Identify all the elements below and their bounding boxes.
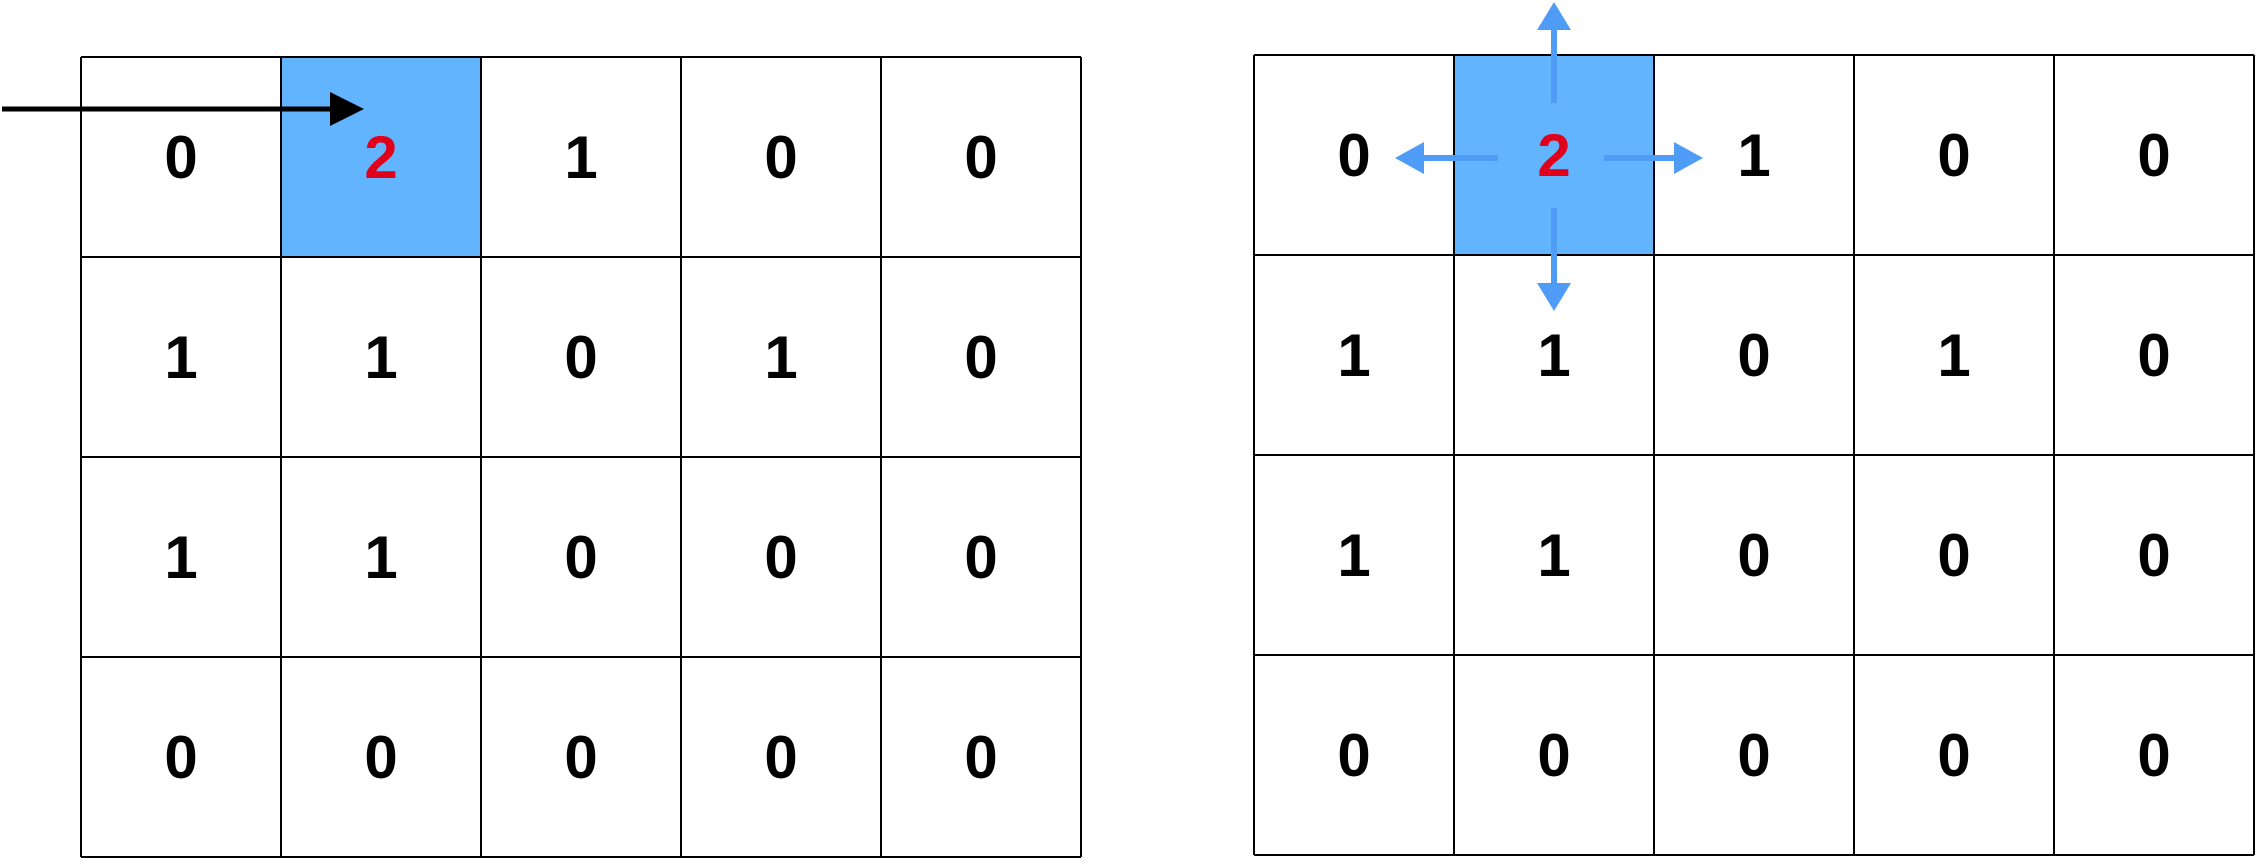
cell-value: 0 [964,524,997,591]
arrow-up-icon [1537,2,1571,30]
cell-value: 0 [1937,522,1970,589]
cell-value: 1 [1337,322,1370,389]
cell-value: 1 [1537,522,1570,589]
grid-cell [681,657,881,857]
cell-value: 0 [1737,522,1770,589]
cell-value: 0 [2137,122,2170,189]
cell-value: 1 [1737,122,1770,189]
cell-value: 0 [764,524,797,591]
grid-cell [1654,655,1854,855]
grid-cell [1454,455,1654,655]
grid-cell [2054,255,2254,455]
grid-cell [481,657,681,857]
grid-cell [881,657,1081,857]
grid-cell [2054,55,2254,255]
cell-value: 0 [764,124,797,191]
cell-value: 0 [164,724,197,791]
cell-value: 0 [1737,722,1770,789]
grid-cell [81,57,281,257]
grid-cell [81,257,281,457]
cell-value: 0 [1937,722,1970,789]
grid-cell [281,457,481,657]
pointer-arrow-icon [330,92,364,126]
cell-value: 0 [964,124,997,191]
arrow-down-icon [1537,283,1571,311]
grid-cell [281,657,481,857]
grid-cell [2054,655,2254,855]
grid-cell [681,57,881,257]
cell-value: 0 [364,724,397,791]
cell-value: 0 [564,324,597,391]
cell-value: 0 [1337,722,1370,789]
grid-cell [81,657,281,857]
direction-arrows-group [1395,2,1703,311]
grid-cell [481,457,681,657]
cell-value: 1 [764,324,797,391]
cell-value: 0 [964,724,997,791]
cell-value: 1 [1337,522,1370,589]
pointer-arrow-group [2,92,364,126]
grid-cell [481,257,681,457]
arrow-left-icon [1395,142,1424,174]
grid-cell [1254,255,1454,455]
grid-cell [881,457,1081,657]
left-grid: 0 2 1 0 0 1 1 0 1 0 1 1 0 0 0 0 0 0 0 0 [80,56,1082,858]
cell-value: 1 [364,324,397,391]
grid-cell [81,457,281,657]
arrow-right-icon [1674,142,1703,174]
grid-cell [681,257,881,457]
grid-cell [1654,255,1854,455]
cell-value: 1 [1937,322,1970,389]
grid-cell [681,457,881,657]
cell-value: 0 [164,124,197,191]
grid-cell [881,57,1081,257]
cell-value: 0 [1937,122,1970,189]
grid-cell [1454,655,1654,855]
cell-value: 0 [1737,322,1770,389]
grid-cell [1854,255,2054,455]
cell-value: 1 [564,124,597,191]
grid-cell [2054,455,2254,655]
highlighted-cell-value: 2 [364,124,397,191]
grid-cell [881,257,1081,457]
grid-cell [1854,455,2054,655]
grid-cell [1654,455,1854,655]
grid-cell [281,257,481,457]
cell-value: 0 [964,324,997,391]
cell-value: 0 [2137,322,2170,389]
grid-cell [1854,655,2054,855]
cell-value: 1 [164,324,197,391]
cell-value: 1 [164,524,197,591]
cell-value: 0 [564,524,597,591]
cell-value: 0 [1537,722,1570,789]
highlighted-cell [281,57,481,257]
cell-value: 0 [764,724,797,791]
grid-cell [1254,655,1454,855]
highlighted-cell-value: 2 [1537,122,1570,189]
grid-cell [481,57,681,257]
cell-value: 0 [2137,522,2170,589]
cell-value: 0 [2137,722,2170,789]
cell-value: 1 [1537,322,1570,389]
cell-value: 0 [564,724,597,791]
cell-value: 1 [364,524,397,591]
right-grid: 0 2 1 0 0 1 1 0 1 0 1 1 0 0 0 0 0 0 0 0 [1253,54,2255,856]
cell-value: 0 [1337,122,1370,189]
grid-cell [1254,455,1454,655]
grid-cell [1854,55,2054,255]
